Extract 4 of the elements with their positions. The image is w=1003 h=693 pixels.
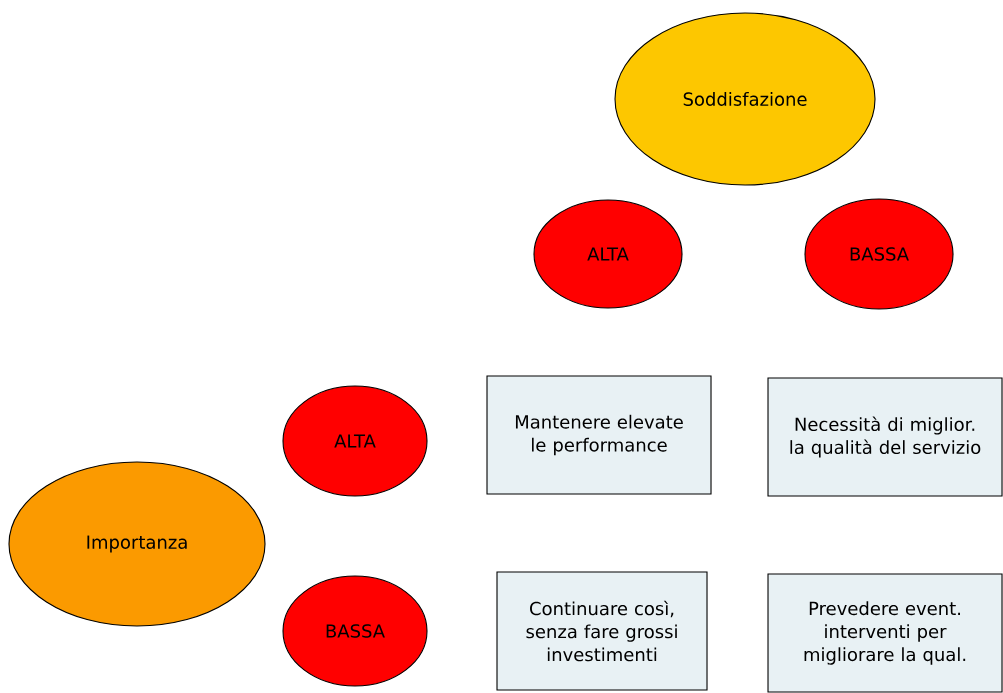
quadrant-box: Prevedere event. interventi per migliorare la qual. xyxy=(767,573,1003,693)
quadrant-box: Continuare così, senza fare grossi investimenti xyxy=(496,571,708,691)
quadrant-box: Mantenere elevate le performance xyxy=(486,375,712,495)
quadrant-box: Necessità di miglior. la qualità del servizio xyxy=(767,377,1003,497)
